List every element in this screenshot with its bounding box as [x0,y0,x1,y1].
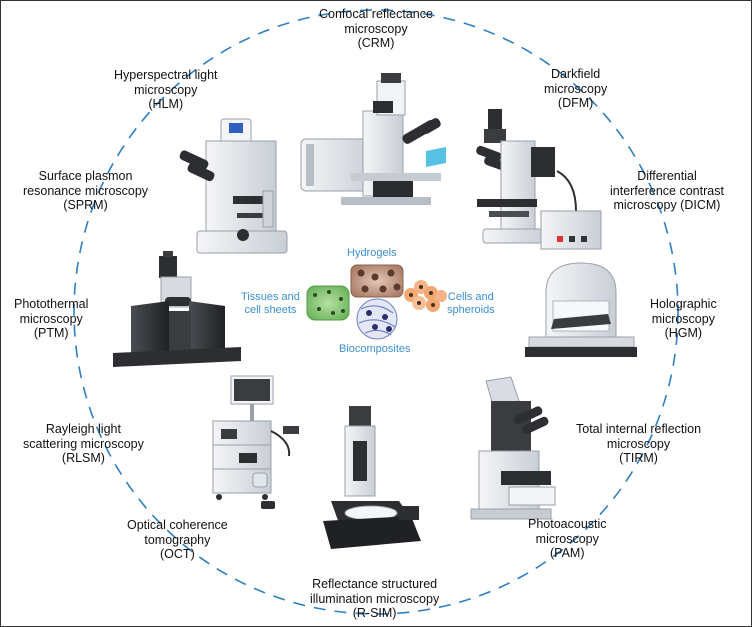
biocomposites-illustration [356,298,398,340]
tirm-instrument-illustration [470,376,556,520]
hydrogels-illustration [350,264,404,298]
dfm-instrument-illustration [476,109,602,250]
oct-instrument-illustration [212,375,299,509]
hlm-instrument-illustration [179,118,288,254]
material-biocomposites-label: Biocomposites [339,343,411,355]
material-hydrogels-label: Hydrogels [347,247,397,259]
technique-ring [73,9,679,615]
tissues-and-cell-sheets-illustration [306,285,350,321]
material-cells-label: Cells and spheroids [447,291,495,316]
rsim-instrument-illustration [323,406,421,549]
ptm-instrument-illustration [113,251,241,367]
material-tissues-label: Tissues and cell sheets [241,291,300,316]
cells-and-spheroids-illustration [404,280,447,312]
crm-instrument-illustration [300,73,446,205]
hgm-instrument-illustration [525,262,637,357]
